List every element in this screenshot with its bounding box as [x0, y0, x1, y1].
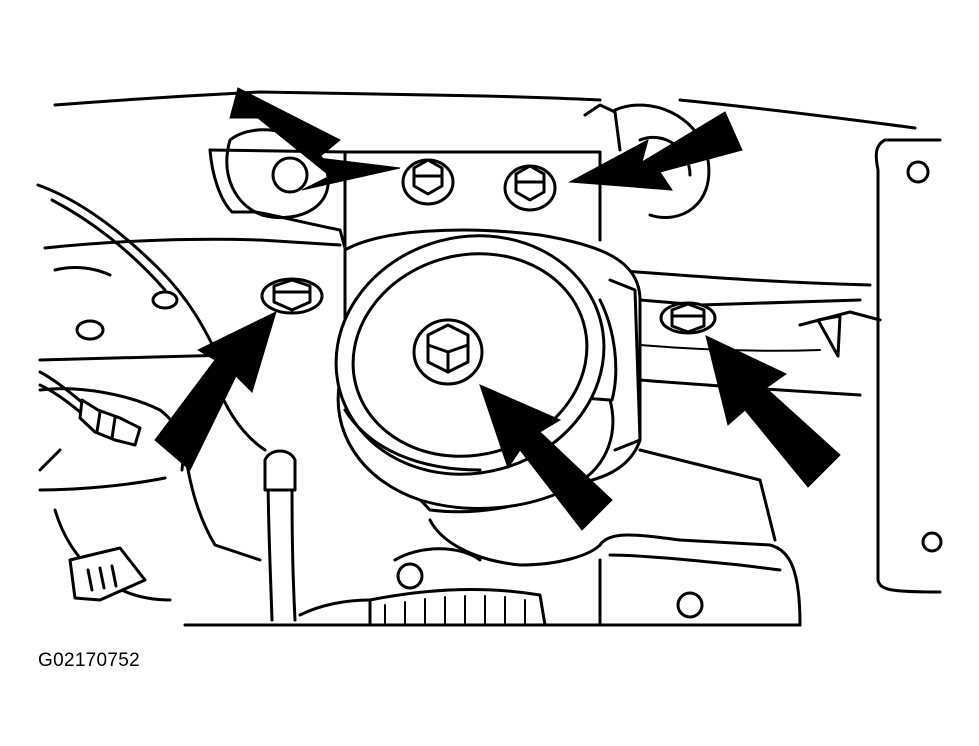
arrow-pointer-icon [568, 111, 743, 191]
engine-mount-diagram [36, 87, 943, 627]
bolt-upper-left [401, 158, 455, 206]
lower-components [183, 378, 802, 627]
figure-code: G02170752 [38, 650, 141, 671]
arrow-pointer-icon [479, 384, 613, 531]
bolt-center [412, 318, 484, 386]
bolt-upper-right [503, 164, 557, 212]
bolt-right [659, 301, 717, 335]
arrow-pointer-icon [705, 335, 841, 488]
bolt-left [260, 277, 324, 315]
frame-structure [36, 90, 943, 602]
arrow-pointer-icon [229, 87, 401, 191]
arrow-pointer-icon [154, 311, 277, 471]
